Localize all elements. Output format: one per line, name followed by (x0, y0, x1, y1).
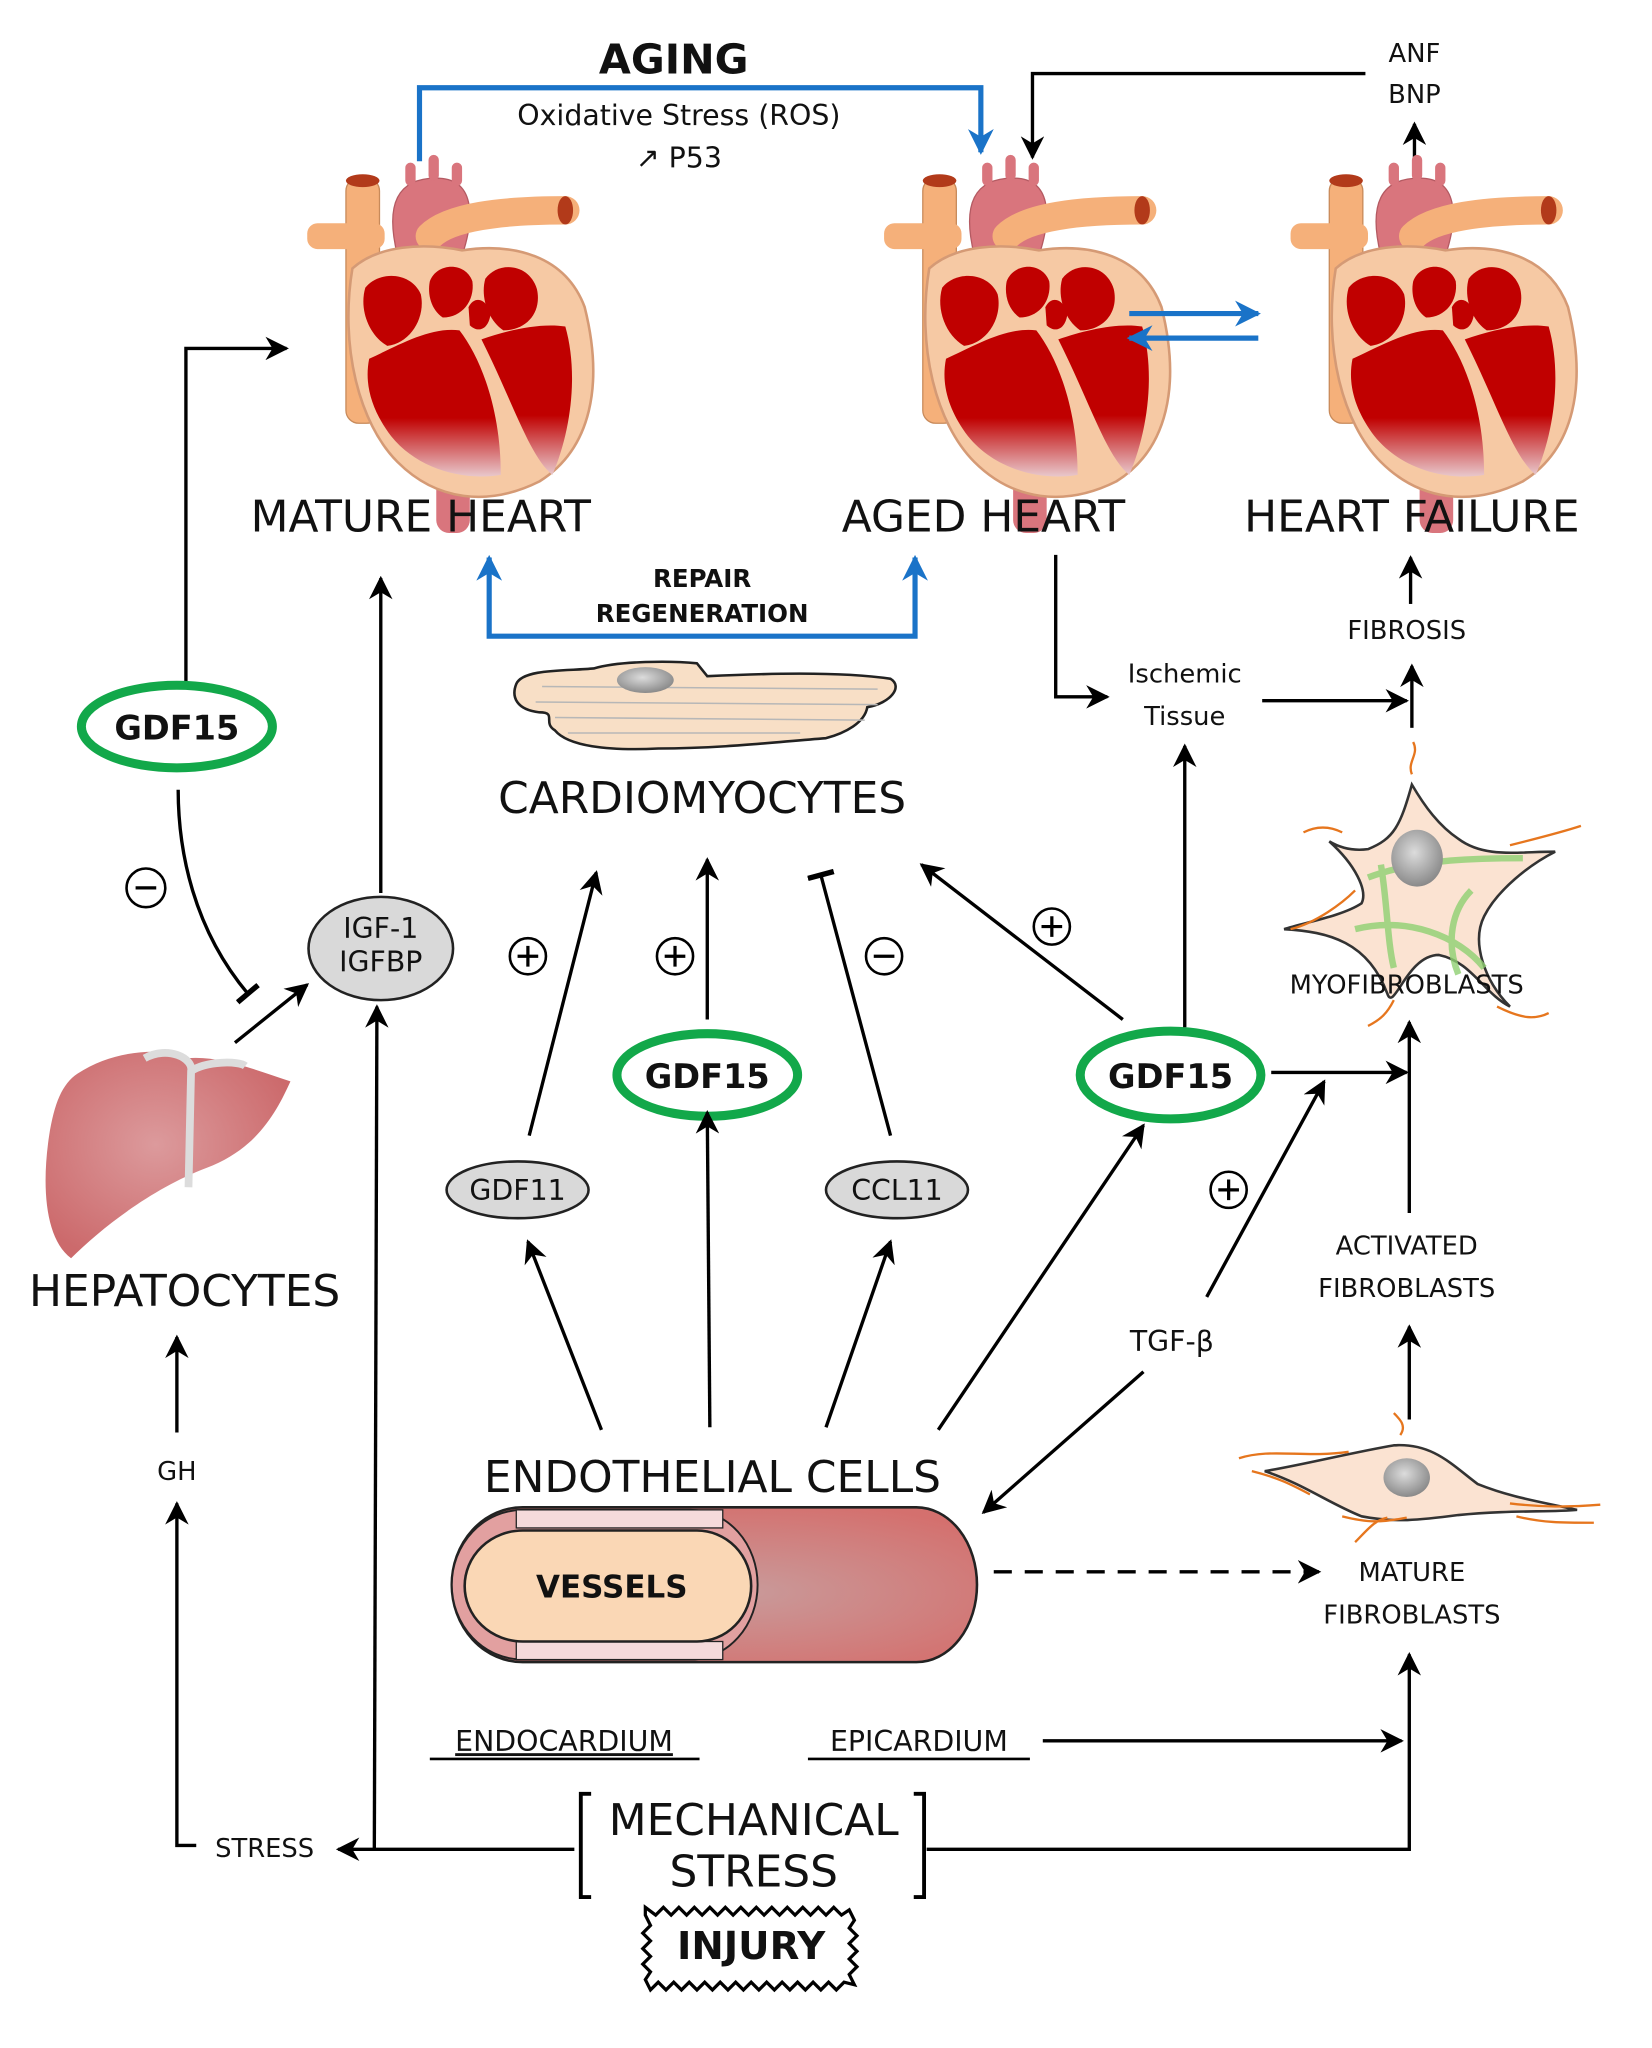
heart-failure-label: HEART FAILURE (1244, 492, 1579, 543)
myofibroblasts-label: MYOFIBROBLASTS (1290, 971, 1524, 1001)
endothelial-to-ccl11-arrow (824, 1239, 895, 1428)
repair-regeneration-arrow (476, 554, 928, 639)
endothelial-cells-label: ENDOTHELIAL CELLS (484, 1452, 941, 1503)
gdf15-to-mature-heart-arrow (184, 336, 289, 687)
activated-fibroblasts-label: FIBROBLASTS (1318, 1274, 1495, 1304)
regeneration-label: REGENERATION (596, 599, 809, 628)
mechanical-stress-label: STRESS (669, 1847, 838, 1898)
gdf15-right-to-cardiomyocytes-arrow (919, 863, 1124, 1021)
myofibroblast-icon (1283, 741, 1582, 1027)
cardiomyocyte-icon (513, 660, 897, 751)
p53-label: ↗ P53 (636, 142, 722, 175)
svg-text:GDF11: GDF11 (469, 1174, 565, 1207)
gdf15-node-center[interactable]: GDF15 (612, 1029, 803, 1121)
mature-heart-icon (307, 160, 593, 533)
endothelial-to-gdf11-arrow (524, 1239, 604, 1431)
aged-heart-icon (884, 160, 1170, 533)
right-bracket (913, 1791, 927, 1899)
stress-to-igf-arrow (365, 1004, 389, 1848)
mature-fibroblast-icon (1238, 1412, 1601, 1543)
plus-sign-gdf15-center (655, 936, 695, 976)
endothelial-to-gdf15-center-arrow (695, 1110, 720, 1428)
mature-heart-label: MATURE HEART (251, 492, 591, 543)
gh-label: GH (157, 1457, 196, 1487)
ccl11-node[interactable]: CCL11 (824, 1160, 970, 1220)
anf-label: ANF (1389, 39, 1441, 69)
vessel-icon (450, 1505, 979, 1664)
svg-text:IGFBP: IGFBP (339, 946, 422, 979)
oxidative-stress-label: Oxidative Stress (ROS) (517, 99, 840, 132)
bnp-label: BNP (1388, 80, 1441, 110)
fibrosis-label: FIBROSIS (1347, 616, 1466, 646)
stress-label: STRESS (215, 1834, 314, 1864)
injury-label: INJURY (677, 1924, 826, 1969)
tgf-to-myofibroblast-pathway-arrow (1205, 1079, 1326, 1298)
hepatocytes-label: HEPATOCYTES (29, 1266, 340, 1317)
stress-to-gh-arrow (165, 1501, 197, 1848)
injury-badge (640, 1904, 860, 1993)
mature-fibroblasts-label: FIBROBLASTS (1323, 1600, 1500, 1630)
mechanical-to-fibroblasts-arrow (926, 1652, 1422, 1851)
ischemic-label: Ischemic (1128, 660, 1242, 690)
svg-text:GDF15: GDF15 (1108, 1057, 1233, 1096)
liver-icon (45, 1049, 291, 1259)
endocardium-label: ENDOCARDIUM (455, 1725, 673, 1758)
svg-text:IGF-1: IGF-1 (343, 912, 418, 945)
activated-label: ACTIVATED (1336, 1231, 1478, 1261)
plus-sign-gdf15-right (1032, 907, 1072, 946)
ccl11-inhibits-cardiomyocytes-line (807, 868, 893, 1137)
gdf15-node-right[interactable]: GDF15 (1075, 1026, 1266, 1124)
tissue-label: Tissue (1143, 702, 1225, 732)
igf-node[interactable]: IGF-1 IGFBP (307, 895, 455, 1002)
gdf15-node-left[interactable]: GDF15 (76, 680, 277, 773)
anf-to-aged-arrow (1020, 71, 1366, 160)
gdf11-to-cardiomyocytes-arrow (527, 870, 603, 1137)
epicardium-label: EPICARDIUM (830, 1725, 1008, 1758)
minus-sign-left (125, 867, 167, 909)
svg-text:GDF15: GDF15 (114, 708, 239, 747)
vessels-label: VESSELS (536, 1570, 688, 1606)
svg-text:GDF15: GDF15 (645, 1057, 770, 1096)
repair-label: REPAIR (653, 564, 751, 593)
tgf-to-endothelial-arrow (981, 1370, 1145, 1514)
left-bracket (578, 1791, 592, 1899)
plus-sign-tgf (1209, 1170, 1248, 1210)
aged-to-ischemic-arrow (1054, 554, 1110, 709)
failure-heart-icon (1291, 160, 1577, 533)
aged-heart-label: AGED HEART (842, 492, 1126, 543)
mechanical-label: MECHANICAL (609, 1795, 900, 1846)
minus-sign-ccl11 (864, 936, 904, 976)
tgf-beta-label: TGF-β (1129, 1325, 1214, 1358)
aging-title: AGING (599, 36, 749, 84)
gdf15-inhibits-liver-igf-line (176, 789, 260, 1005)
aging-arrow (416, 85, 994, 162)
svg-text:CCL11: CCL11 (851, 1174, 943, 1207)
cardiomyocytes-label: CARDIOMYOCYTES (498, 773, 906, 824)
gdf11-node[interactable]: GDF11 (445, 1160, 590, 1220)
liver-to-igf-arrow (233, 983, 310, 1045)
endothelial-to-gdf15-right-arrow (936, 1123, 1145, 1431)
plus-sign-gdf11 (508, 936, 548, 976)
mature-label: MATURE (1358, 1558, 1465, 1588)
